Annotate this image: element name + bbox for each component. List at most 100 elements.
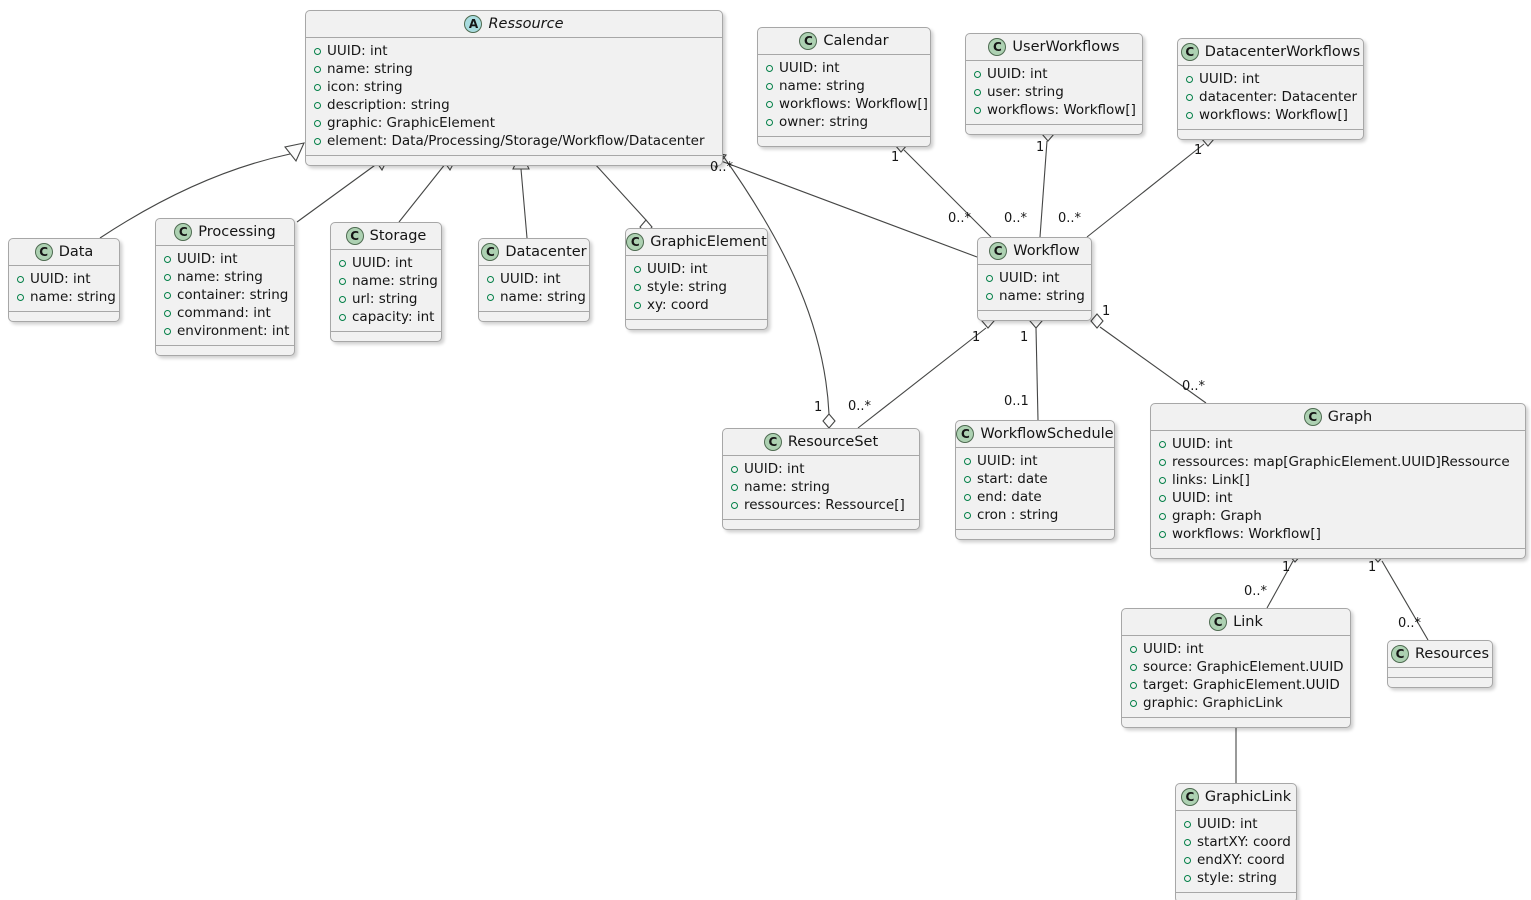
edge-workflow-resourceset: [857, 327, 987, 429]
multiplicity-label: 0..*: [1058, 211, 1082, 226]
class-icon: C: [481, 243, 500, 261]
multiplicity-label: 0..*: [848, 399, 872, 414]
attribute-text: datacenter: Datacenter: [1199, 89, 1358, 105]
attribute-row: UUID: int: [723, 460, 919, 478]
field-visibility-icon: [634, 265, 641, 273]
class-name: ResourceSet: [787, 434, 879, 450]
attribute-text: workflows: Workflow[]: [1199, 107, 1348, 123]
edge-datacenterworkflows-workflow: [1086, 143, 1205, 238]
field-visibility-icon: [634, 301, 641, 309]
class-name: UserWorkflows: [1012, 39, 1120, 55]
attribute-text: style: string: [1197, 870, 1277, 886]
class-name: Link: [1233, 614, 1263, 630]
methods-compartment: [9, 311, 119, 321]
class-name: GraphicElement: [650, 234, 767, 250]
field-visibility-icon: [986, 274, 993, 282]
attribute-text: endXY: coord: [1197, 852, 1285, 868]
attribute-text: target: GraphicElement.UUID: [1143, 677, 1340, 693]
field-visibility-icon: [1159, 530, 1166, 538]
multiplicity-label: 1: [1020, 330, 1029, 345]
class-icon: C: [1180, 43, 1199, 61]
field-visibility-icon: [964, 475, 971, 483]
class-name: Datacenter: [505, 244, 587, 260]
edge-processing-ressource: [296, 162, 379, 223]
multiplicity-label: 0..1: [1004, 394, 1029, 409]
attribute-row: workflows: Workflow[]: [1178, 106, 1363, 124]
attribute-row: name: string: [156, 268, 294, 286]
attribute-text: UUID: int: [327, 43, 388, 59]
attribute-row: UUID: int: [978, 269, 1091, 287]
attribute-row: workflows: Workflow[]: [1151, 525, 1525, 543]
class-title: C Processing: [156, 219, 294, 246]
attribute-text: workflows: Workflow[]: [1172, 526, 1321, 542]
class-name: Data: [58, 244, 94, 260]
attribute-text: graph: Graph: [1172, 508, 1262, 524]
field-visibility-icon: [731, 483, 738, 491]
field-visibility-icon: [164, 309, 171, 317]
field-visibility-icon: [164, 291, 171, 299]
class-icon: C: [989, 242, 1008, 260]
field-visibility-icon: [1130, 663, 1137, 671]
diamond-resourceset: [822, 413, 836, 429]
attribute-row: name: string: [479, 288, 589, 306]
attribute-text: UUID: int: [1197, 816, 1258, 832]
attribute-text: UUID: int: [177, 251, 238, 267]
attributes-compartment: [1388, 668, 1492, 677]
abstract-class-icon: A: [464, 15, 483, 33]
field-visibility-icon: [314, 119, 321, 127]
multiplicity-label: 1: [972, 330, 981, 345]
methods-compartment: [1388, 677, 1492, 687]
class-icon: C: [1180, 788, 1199, 806]
methods-compartment: [1178, 129, 1363, 139]
field-visibility-icon: [1184, 856, 1191, 864]
field-visibility-icon: [314, 101, 321, 109]
attribute-text: links: Link[]: [1172, 472, 1250, 488]
attribute-row: description: string: [306, 96, 722, 114]
edge-calendar-workflow: [903, 149, 992, 238]
field-visibility-icon: [314, 83, 321, 91]
attribute-text: cron : string: [977, 507, 1059, 523]
edge-workflow-workflowschedule: [1035, 327, 1039, 421]
attribute-row: owner: string: [758, 113, 930, 131]
attribute-row: name: string: [306, 60, 722, 78]
attribute-text: icon: string: [327, 79, 403, 95]
attribute-text: style: string: [647, 279, 727, 295]
attribute-text: owner: string: [779, 114, 869, 130]
attribute-text: environment: int: [177, 323, 290, 339]
field-visibility-icon: [339, 295, 346, 303]
attribute-text: xy: coord: [647, 297, 709, 313]
multiplicity-label: 1: [814, 400, 823, 415]
field-visibility-icon: [766, 82, 773, 90]
class-icon: C: [174, 223, 193, 241]
attribute-row: style: string: [1176, 869, 1296, 887]
field-visibility-icon: [964, 511, 971, 519]
class-icon: C: [956, 425, 975, 443]
class-name: Processing: [198, 224, 276, 240]
multiplicity-label: 0..*: [1398, 616, 1422, 631]
edge-userworkflows-workflow: [1039, 140, 1048, 238]
attribute-row: workflows: Workflow[]: [966, 101, 1142, 119]
attribute-text: UUID: int: [999, 270, 1060, 286]
attribute-row: UUID: int: [156, 250, 294, 268]
